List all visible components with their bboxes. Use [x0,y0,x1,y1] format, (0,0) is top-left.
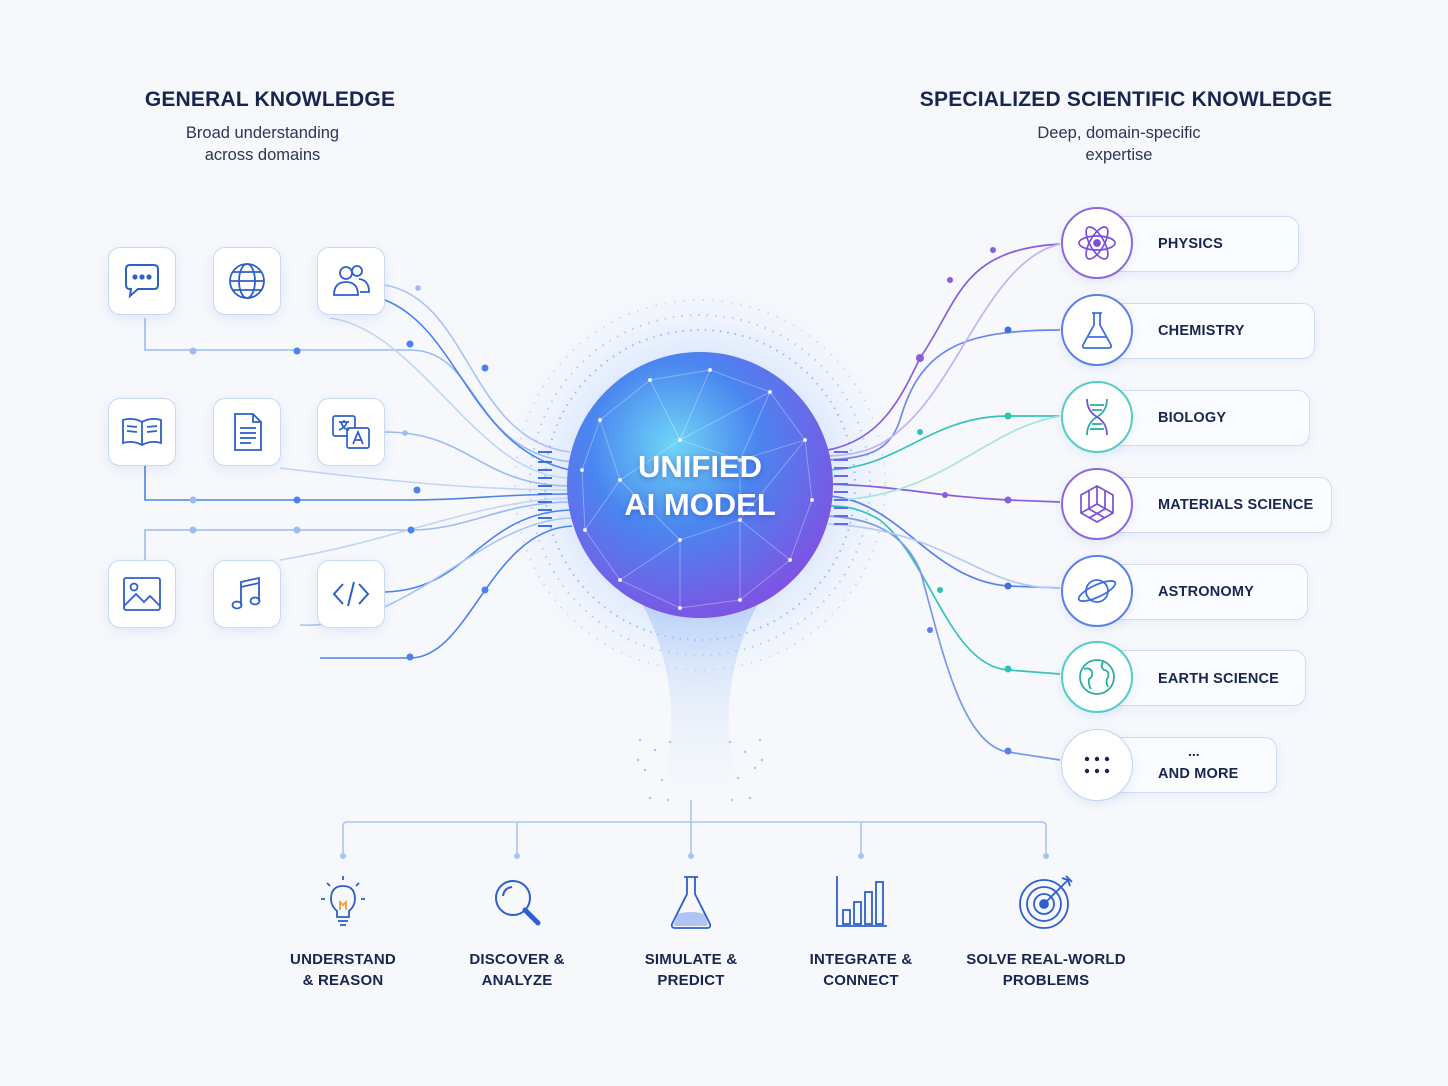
flask-outcome-icon [670,876,712,929]
core-label-line1: UNIFIED [638,449,762,484]
chemistry-card [1098,303,1315,359]
outcome-integrate: INTEGRATE & CONNECT [776,872,946,991]
globe-icon [229,263,265,299]
outcome-simulate-line1: SIMULATE & [644,951,738,968]
core-label: UNIFIED AI MODEL [600,448,800,524]
astronomy-label: ASTRONOMY [1158,584,1255,600]
chat-icon-tile [108,247,176,315]
output-tree [342,800,1047,856]
and-more-label: AND MORE [1158,766,1239,782]
outcome-understand: UNDERSTAND & REASON [258,872,428,991]
general-subtitle-line2: across domains [204,146,321,164]
and-more-icon-circle [1061,729,1133,801]
outcome-discover-line2: ANALYZE [481,972,553,989]
outcome-discover-line1: DISCOVER & [469,951,565,968]
outcome-understand-line2: & REASON [302,972,384,989]
scientific-subtitle-line1: Deep, domain-specific [1037,124,1201,142]
atom-icon [1078,226,1116,260]
general-knowledge-title: GENERAL KNOWLEDGE [144,88,396,111]
outcome-solve-line1: SOLVE REAL-WORLD [966,951,1126,968]
general-knowledge-subtitle: Broad understanding across domains [120,122,405,166]
core-sphere [567,352,833,618]
funnel-dots [636,738,764,802]
book-icon-tile [108,398,176,466]
users-icon-tile [317,247,385,315]
dna-icon [1086,398,1108,436]
outcome-discover: DISCOVER & ANALYZE [432,872,602,991]
crystal-icon [1080,485,1114,523]
music-icon-tile [213,560,281,628]
chemistry-icon-circle [1061,294,1133,366]
outcome-solve-line2: PROBLEMS [1002,972,1090,989]
image-icon-tile [108,560,176,628]
magnifier-icon [495,880,541,926]
and-more-prefix: ... [1188,743,1200,759]
earth-icon [1079,659,1115,695]
biology-label: BIOLOGY [1158,410,1227,426]
document-icon [234,413,262,451]
users-icon [333,265,370,296]
globe-icon-tile [213,247,281,315]
image-icon [123,577,161,611]
outcome-solve: SOLVE REAL-WORLD PROBLEMS [961,872,1131,991]
planet-icon [1077,579,1117,603]
scientific-subtitle-line2: expertise [1085,146,1153,164]
bar-chart-icon [836,876,887,927]
translate-icon-tile [317,398,385,466]
dotted-ring-3 [514,299,886,671]
physics-icon-circle [1061,207,1133,279]
core-label-line2: AI MODEL [624,487,776,522]
chemistry-label: CHEMISTRY [1158,323,1245,339]
more-dots-icon [1084,756,1110,774]
earth-science-label: EARTH SCIENCE [1158,671,1280,687]
book-icon [122,417,162,447]
translate-icon [332,415,370,449]
flask-icon [1081,312,1113,349]
biology-icon-circle [1061,381,1133,453]
materials-science-label: MATERIALS SCIENCE [1158,497,1314,513]
target-icon [1019,875,1073,929]
lightbulb-icon [321,876,365,926]
chat-icon [125,264,159,299]
materials-science-card [1098,477,1332,533]
outcome-integrate-line1: INTEGRATE & [809,951,913,968]
earth-science-icon-circle [1061,641,1133,713]
astronomy-card [1098,564,1308,620]
dotted-ring-2 [529,314,871,656]
core-network-nodes [580,368,814,610]
scientific-knowledge-subtitle: Deep, domain-specific expertise [980,122,1258,166]
biology-card [1098,390,1310,446]
code-icon-tile [317,560,385,628]
core-funnel [640,600,760,800]
document-icon-tile [213,398,281,466]
code-icon [332,581,370,607]
general-subtitle-line1: Broad understanding [185,124,340,142]
outcome-integrate-line2: CONNECT [823,972,899,989]
music-icon [231,576,261,610]
scientific-knowledge-title: SPECIALIZED SCIENTIFIC KNOWLEDGE [919,88,1333,111]
astronomy-icon-circle [1061,555,1133,627]
outcome-simulate-line2: PREDICT [657,972,725,989]
materials-science-icon-circle [1061,468,1133,540]
outcome-simulate: SIMULATE & PREDICT [606,872,776,991]
physics-label: PHYSICS [1158,236,1224,252]
outcome-understand-line1: UNDERSTAND [290,951,396,968]
